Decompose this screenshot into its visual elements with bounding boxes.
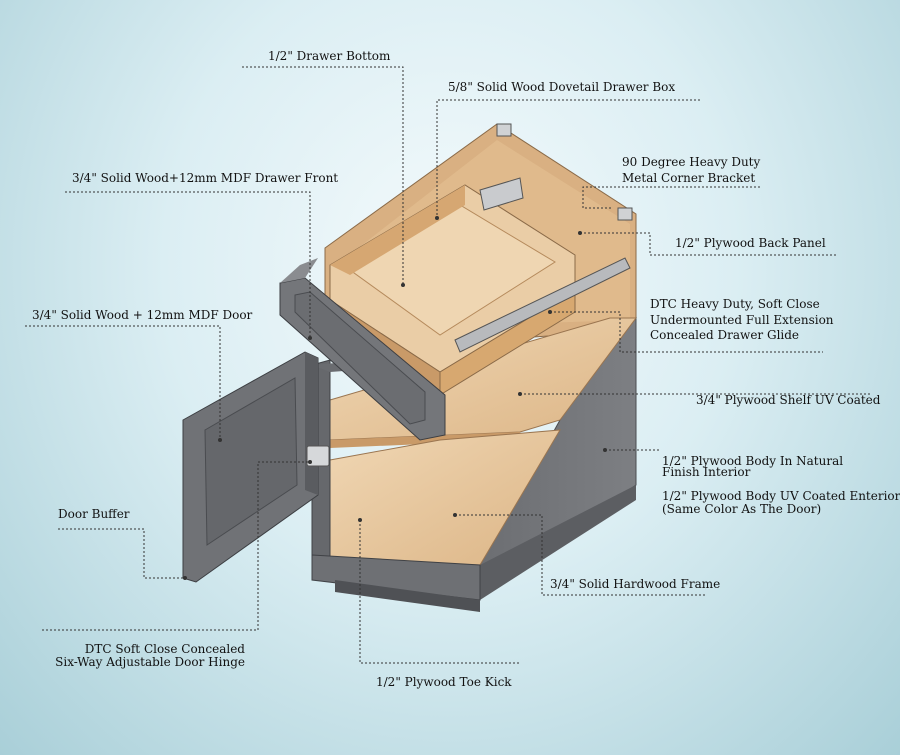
corner-bracket	[496, 123, 512, 137]
drawer-front-top	[280, 258, 318, 283]
leader-drawer-front	[65, 191, 311, 338]
label-shelf: 3/4" Plywood Shelf UV Coated	[696, 393, 881, 407]
leader-hinge	[42, 461, 310, 631]
label-hinge-2: Six-Way Adjustable Door Hinge	[55, 655, 245, 669]
drawer-glide	[454, 257, 631, 353]
label-hardwood-frame: 3/4" Solid Hardwood Frame	[550, 577, 721, 591]
drawer-glide-upper	[479, 177, 524, 211]
leader-door	[25, 325, 221, 440]
door-inset	[204, 377, 298, 546]
label-hinge-1: DTC Soft Close Concealed	[84, 642, 245, 656]
label-glide-2: Undermounted Full Extension	[650, 313, 834, 327]
label-glide-1: DTC Heavy Duty, Soft Close	[650, 297, 820, 311]
leader-dovetail-box	[436, 99, 700, 218]
label-body-uv-1: 1/2" Plywood Body UV Coated Enterior	[662, 489, 900, 503]
label-body-natural-1: 1/2" Plywood Body In Natural	[662, 454, 844, 468]
side-lower-face	[480, 485, 636, 600]
leader-corner-bracket	[582, 186, 760, 209]
door-edge	[305, 352, 318, 495]
leader-drawer-bottom	[242, 66, 404, 285]
label-toe-kick: 1/2" Plywood Toe Kick	[376, 675, 512, 689]
label-corner-bracket-1: 90 Degree Heavy Duty	[622, 155, 761, 169]
shelf-edge	[330, 432, 520, 448]
label-body-uv-2: (Same Color As The Door)	[662, 502, 822, 516]
label-door-buffer: Door Buffer	[58, 507, 130, 521]
label-door: 3/4" Solid Wood + 12mm MDF Door	[32, 308, 253, 322]
label-corner-bracket-2: Metal Corner Bracket	[622, 171, 756, 185]
label-body-natural-2: Finish Interior	[662, 465, 751, 479]
leader-toe-kick	[359, 520, 520, 664]
label-dovetail-box: 5/8" Solid Wood Dovetail Drawer Box	[448, 80, 676, 94]
leader-dots	[183, 216, 607, 580]
drawer-box-left-wall	[330, 185, 465, 275]
leader-lines	[25, 66, 870, 664]
label-drawer-bottom: 1/2" Drawer Bottom	[268, 49, 391, 63]
corner-bracket-2	[617, 207, 633, 221]
toe-kick	[335, 580, 480, 612]
label-back-panel: 1/2" Plywood Back Panel	[675, 236, 826, 250]
leader-back-panel	[580, 232, 837, 256]
leader-hardwood-frame	[455, 514, 705, 596]
hinge	[306, 445, 330, 467]
leader-door-buffer	[58, 528, 185, 579]
label-drawer-front: 3/4" Solid Wood+12mm MDF Drawer Front	[72, 171, 339, 185]
leader-glide	[550, 311, 823, 353]
label-glide-3: Concealed Drawer Glide	[650, 328, 800, 342]
